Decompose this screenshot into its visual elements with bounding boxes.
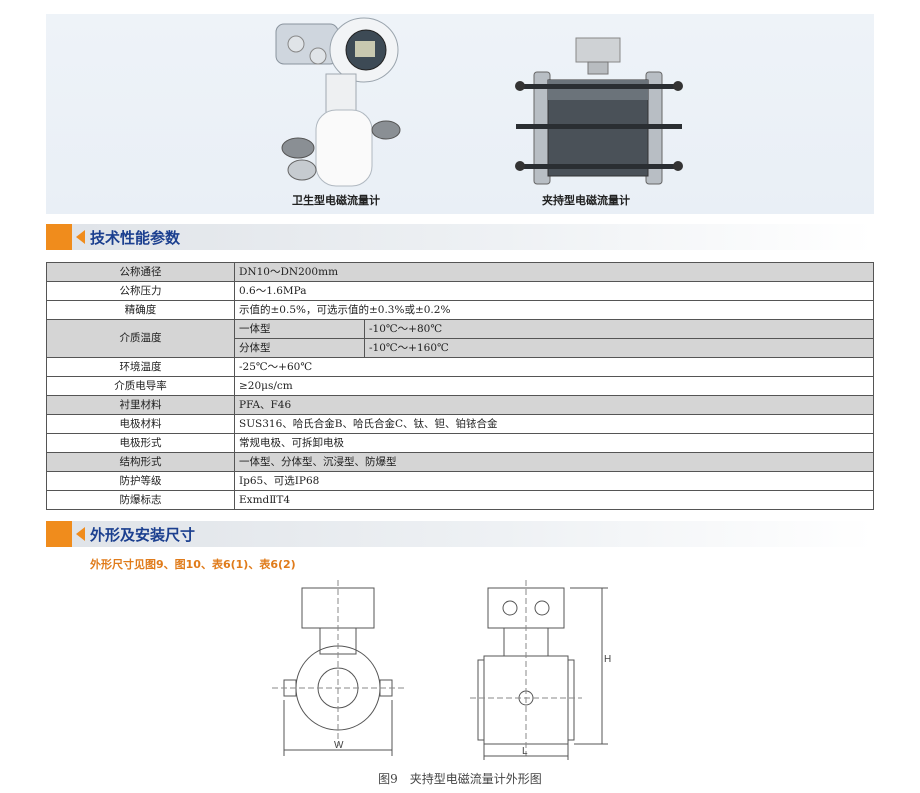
table-row: 公称压力 0.6～1.6MPa — [46, 281, 874, 301]
spec-subtype: 一体型 — [234, 319, 365, 339]
table-row: 精确度 示值的±0.5%，可选示值的±0.3%或±0.2% — [46, 300, 874, 320]
table-row: 结构形式 一体型、分体型、沉浸型、防爆型 — [46, 452, 874, 472]
dimension-note: 外形尺寸见图9、图10、表6(1)、表6(2) — [90, 558, 296, 571]
outline-drawings: W H L — [272, 580, 611, 760]
spec-label: 结构形式 — [46, 452, 235, 472]
table-row: 介质温度 一体型 -10℃～+80℃ — [46, 319, 874, 358]
dimension-label-l: L — [522, 746, 528, 757]
table-row: 电极形式 常规电极、可拆卸电极 — [46, 433, 874, 453]
front-view-drawing — [272, 580, 404, 756]
section-marker-block — [46, 224, 72, 250]
section-marker-block — [46, 521, 72, 547]
spec-label: 环境温度 — [46, 357, 235, 377]
table-row: 介质电导率 ≥20μs/cm — [46, 376, 874, 396]
spec-subtype: 分体型 — [234, 338, 365, 358]
spec-label: 电极形式 — [46, 433, 235, 453]
spec-value: -10℃～+160℃ — [364, 338, 874, 358]
spec-value: 常规电极、可拆卸电极 — [234, 433, 874, 453]
table-row: 环境温度 -25℃～+60℃ — [46, 357, 874, 377]
spec-value: ExmdⅡT4 — [234, 490, 874, 510]
spec-label: 介质温度 — [46, 319, 235, 358]
figure-caption: 图9 夹持型电磁流量计外形图 — [378, 772, 542, 786]
table-row: 公称通径 DN10～DN200mm — [46, 262, 874, 282]
spec-value: -10℃～+80℃ — [364, 319, 874, 339]
spec-label: 公称通径 — [46, 262, 235, 282]
triangle-left-icon — [76, 527, 85, 541]
table-row: 防爆标志 ExmdⅡT4 — [46, 490, 874, 510]
spec-label: 防护等级 — [46, 471, 235, 491]
spec-value: SUS316、哈氏合金B、哈氏合金C、钛、钽、铂铱合金 — [234, 414, 874, 434]
spec-label: 公称压力 — [46, 281, 235, 301]
spec-value: Ip65、可选IP68 — [234, 471, 874, 491]
spec-label: 介质电导率 — [46, 376, 235, 396]
product-photo-banner: 卫生型电磁流量计 夹持型电磁流量计 — [46, 14, 874, 214]
table-row: 防护等级 Ip65、可选IP68 — [46, 471, 874, 491]
spec-value: ≥20μs/cm — [234, 376, 874, 396]
sanitary-flowmeter-image — [275, 17, 401, 187]
spec-label: 衬里材料 — [46, 395, 235, 415]
table-row: 电极材料 SUS316、哈氏合金B、哈氏合金C、钛、钽、铂铱合金 — [46, 414, 874, 434]
triangle-left-icon — [76, 230, 85, 244]
spec-value: DN10～DN200mm — [234, 262, 874, 282]
dimension-label-w: W — [334, 740, 344, 751]
product-sanitary: 卫生型电磁流量计 — [236, 14, 436, 214]
section-title: 技术性能参数 — [90, 229, 181, 247]
section-header-specs: 技术性能参数 — [46, 224, 874, 250]
spec-value: PFA、F46 — [234, 395, 874, 415]
product-wafer: 夹持型电磁流量计 — [486, 14, 686, 214]
spec-value: 示值的±0.5%，可选示值的±0.3%或±0.2% — [234, 300, 874, 320]
dimension-label-h: H — [604, 654, 611, 665]
spec-table: 公称通径 DN10～DN200mm 公称压力 0.6～1.6MPa 精确度 示值… — [46, 262, 874, 510]
spec-label: 精确度 — [46, 300, 235, 320]
product-caption: 夹持型电磁流量计 — [542, 194, 630, 207]
side-view-drawing — [470, 580, 608, 760]
spec-label: 电极材料 — [46, 414, 235, 434]
section-header-dimensions: 外形及安装尺寸 — [46, 521, 874, 547]
table-row: 衬里材料 PFA、F46 — [46, 395, 874, 415]
wafer-flowmeter-image — [515, 37, 683, 185]
spec-value: 一体型、分体型、沉浸型、防爆型 — [234, 452, 874, 472]
product-caption: 卫生型电磁流量计 — [292, 194, 380, 207]
spec-value: -25℃～+60℃ — [234, 357, 874, 377]
section-title: 外形及安装尺寸 — [90, 526, 196, 544]
table-row: 分体型 -10℃～+160℃ — [47, 338, 874, 358]
spec-value: 0.6～1.6MPa — [234, 281, 874, 301]
spec-label: 防爆标志 — [46, 490, 235, 510]
